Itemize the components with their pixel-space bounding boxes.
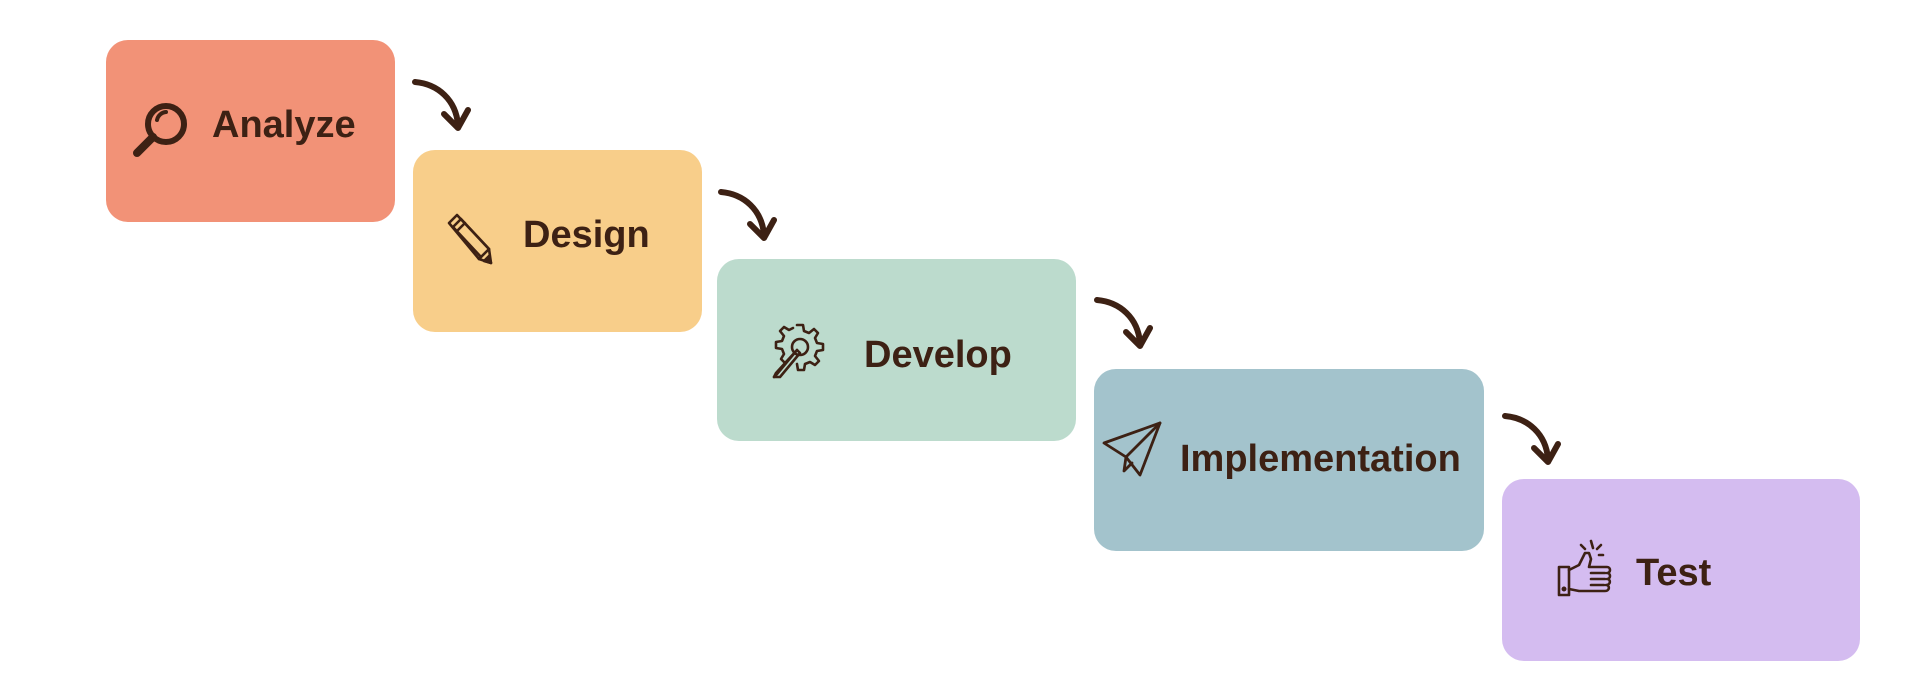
paper-plane-icon [1100,417,1164,481]
curved-arrow-icon [408,70,478,140]
curved-arrow-icon [714,180,784,250]
curved-arrow-icon [1498,404,1568,474]
step-label-design: Design [523,214,650,256]
magnifier-icon [128,98,192,162]
step-label-test: Test [1636,552,1712,594]
step-analyze [106,40,395,222]
curved-arrow-icon [1090,288,1160,358]
pencil-icon [439,205,503,269]
step-label-analyze: Analyze [212,104,356,146]
step-test [1502,479,1860,661]
step-develop [717,259,1076,441]
gear-pencil-icon [767,319,831,383]
step-implementation [1094,369,1484,551]
thumbs-up-icon [1555,537,1619,601]
step-label-implementation: Implementation [1180,438,1461,480]
step-design [413,150,702,332]
step-label-develop: Develop [864,334,1012,376]
